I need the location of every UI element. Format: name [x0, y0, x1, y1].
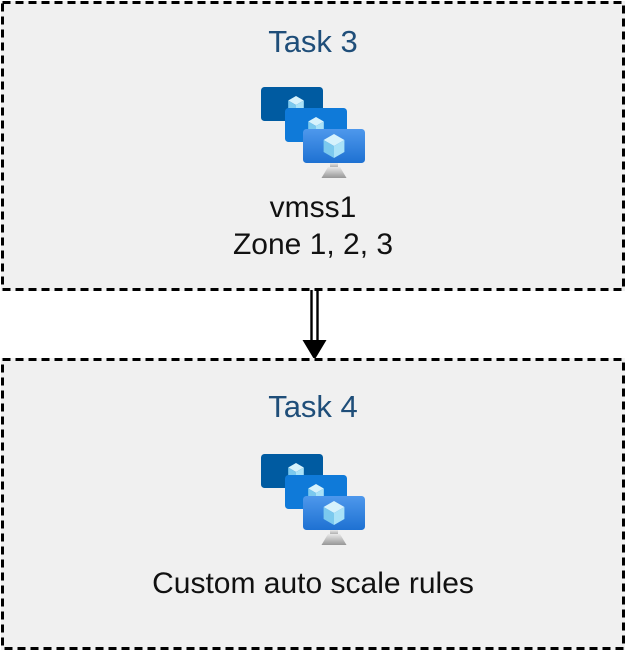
task3-title: Task 3 [268, 24, 358, 59]
task4-labels: Custom auto scale rules [152, 565, 474, 602]
down-arrow [302, 290, 327, 360]
autoscale-rules-label: Custom auto scale rules [152, 567, 474, 600]
vm-scale-sets-icon [261, 87, 365, 178]
monitor-stand-base [321, 534, 347, 545]
task3-box: Task 3 [1, 1, 625, 291]
vmss-name-label: vmss1 [269, 191, 357, 224]
task3-labels: vmss1 Zone 1, 2, 3 [233, 189, 393, 263]
task4-box: Task 4 [1, 358, 625, 650]
vm-scale-sets-icon [261, 454, 365, 545]
task4-title: Task 4 [268, 389, 358, 424]
arrow-head [302, 340, 327, 360]
zones-label: Zone 1, 2, 3 [232, 228, 394, 261]
monitor-stand-base [321, 167, 347, 178]
